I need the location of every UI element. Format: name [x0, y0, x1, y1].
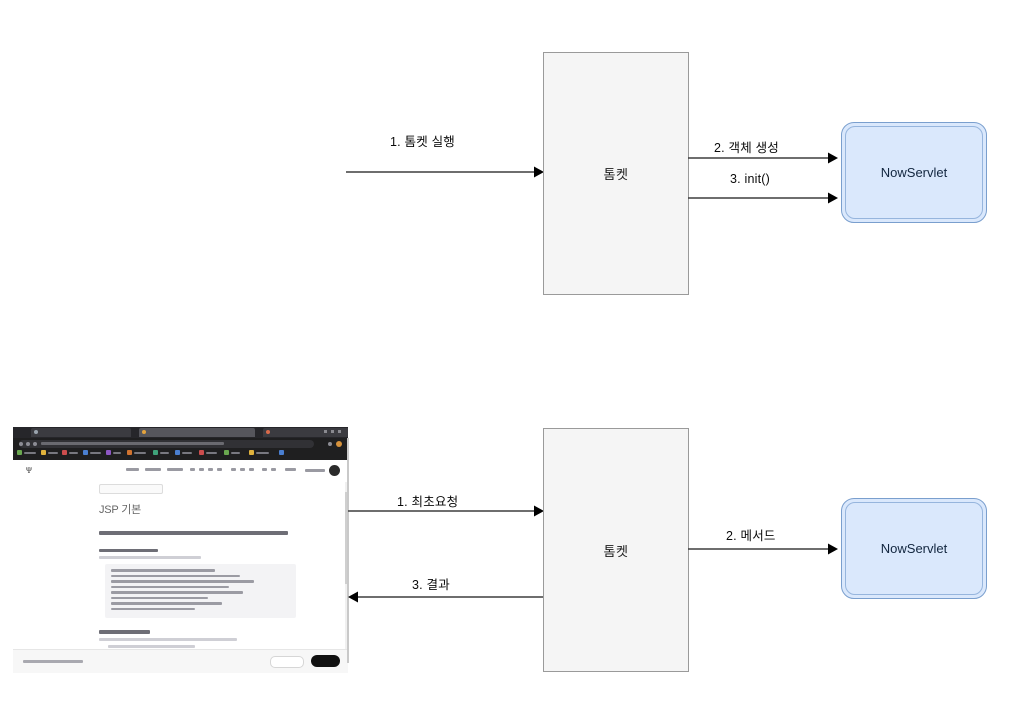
breadcrumb[interactable]: [99, 484, 163, 494]
page-footer-bar: [13, 649, 348, 673]
back-icon[interactable]: [19, 441, 23, 446]
footer-links[interactable]: [23, 660, 83, 663]
bookmark-icon[interactable]: [83, 450, 88, 455]
avatar[interactable]: [329, 465, 340, 476]
bookmark-label: [256, 451, 269, 454]
toolbar-control[interactable]: [217, 468, 222, 471]
minimize-icon[interactable]: [324, 430, 327, 433]
browser-tab[interactable]: [31, 428, 131, 437]
tab-favicon-icon: [34, 429, 38, 434]
extensions-icon[interactable]: [328, 441, 332, 446]
bookmark-icon[interactable]: [62, 450, 67, 455]
bookmark-label: [182, 451, 192, 454]
footer-primary-button[interactable]: [311, 655, 340, 667]
address-bar-url: [41, 442, 224, 445]
bookmark-icon[interactable]: [41, 450, 46, 455]
toolbar-control[interactable]: [208, 468, 213, 471]
servlet-box-nowservlet-bottom-label: NowServlet: [880, 541, 948, 556]
bookmark-label: [231, 451, 240, 454]
bookmark-icon[interactable]: [175, 450, 180, 455]
thumbnail-right-edge: [347, 438, 349, 663]
process-box-tomcat-top-label: 톰켓: [603, 167, 629, 182]
arrow-init: [688, 192, 838, 204]
toolbar-control[interactable]: [249, 468, 254, 471]
paragraph-line: [108, 644, 195, 648]
bookmark-label: [90, 451, 101, 454]
paragraph-line: [99, 531, 289, 535]
edge-label-create-object: 2. 객체 생성: [714, 141, 779, 155]
arrow-create-object: [688, 152, 838, 164]
close-icon[interactable]: [338, 430, 341, 433]
process-box-tomcat-bottom[interactable]: 톰켓: [543, 428, 689, 672]
bookmark-label: [113, 451, 121, 454]
tab-favicon-icon: [142, 429, 146, 434]
edge-label-tomcat-start: 1. 톰켓 실행: [390, 135, 455, 149]
toolbar-control[interactable]: [126, 468, 139, 471]
bookmark-icon[interactable]: [17, 450, 22, 455]
bookmark-icon[interactable]: [127, 450, 132, 455]
bookmark-label: [206, 451, 217, 454]
browser-tab[interactable]: [263, 428, 348, 437]
toolbar-control[interactable]: [167, 468, 183, 471]
toolbar-control[interactable]: [199, 468, 204, 471]
bookmark-icon[interactable]: [279, 450, 284, 455]
servlet-box-nowservlet-top-label: NowServlet: [880, 165, 948, 180]
bookmark-icon[interactable]: [224, 450, 229, 455]
servlet-box-nowservlet-top[interactable]: NowServlet: [841, 122, 987, 223]
toolbar-status-text: [305, 469, 325, 472]
section-heading: [99, 548, 159, 552]
process-box-tomcat-top[interactable]: 톰켓: [543, 52, 689, 295]
profile-avatar-icon[interactable]: [336, 441, 342, 447]
tab-favicon-icon: [266, 429, 270, 434]
reload-icon[interactable]: [33, 441, 37, 446]
paragraph-line: [99, 637, 237, 641]
document-body: JSP 기본: [99, 484, 296, 673]
servlet-box-nowservlet-bottom[interactable]: NowServlet: [841, 498, 987, 599]
toolbar-control[interactable]: [262, 468, 267, 471]
toolbar-control[interactable]: [285, 468, 296, 471]
bookmark-icon[interactable]: [199, 450, 204, 455]
browser-screenshot-thumbnail[interactable]: Ψ JSP 기본: [13, 427, 348, 673]
bookmarks-bar[interactable]: [17, 450, 344, 457]
section-heading: [99, 630, 151, 634]
toolbar-control[interactable]: [271, 468, 276, 471]
edge-label-first-request: 1. 최초요청: [397, 495, 459, 509]
page-content: JSP 기본: [13, 482, 348, 673]
bookmark-label: [48, 451, 58, 454]
page-scrollbar[interactable]: [345, 482, 348, 650]
toolbar-control[interactable]: [145, 468, 161, 471]
maximize-icon[interactable]: [331, 430, 334, 433]
toolbar-control[interactable]: [231, 468, 236, 471]
toolbar-control[interactable]: [190, 468, 195, 471]
bookmark-label: [134, 451, 146, 454]
browser-chrome: [13, 427, 348, 460]
arrow-method: [688, 543, 838, 555]
page-title: JSP 기본: [99, 504, 142, 516]
bookmark-icon[interactable]: [249, 450, 254, 455]
bookmark-label: [24, 451, 36, 454]
process-box-tomcat-bottom-label: 톰켓: [603, 543, 629, 559]
paragraph-line: [99, 556, 202, 559]
page-app-toolbar[interactable]: Ψ: [13, 460, 348, 483]
edge-label-method: 2. 메서드: [726, 529, 776, 543]
bookmark-icon[interactable]: [106, 450, 111, 455]
bookmark-label: [160, 451, 169, 454]
footer-select[interactable]: [270, 656, 304, 668]
bookmark-label: [69, 451, 78, 454]
arrow-result: [348, 591, 544, 603]
code-block: [105, 564, 296, 618]
edge-label-result: 3. 결과: [412, 578, 450, 592]
arrow-first-request: [348, 505, 544, 517]
edge-label-init: 3. init(): [730, 172, 771, 186]
arrow-tomcat-start: [346, 166, 544, 178]
browser-tab-active[interactable]: [139, 428, 255, 437]
window-controls[interactable]: [324, 429, 344, 434]
app-logo-icon: Ψ: [26, 466, 32, 475]
toolbar-control[interactable]: [240, 468, 245, 471]
browser-tab-strip[interactable]: [13, 427, 348, 438]
forward-icon[interactable]: [26, 441, 30, 446]
bookmark-icon[interactable]: [153, 450, 158, 455]
browser-address-bar[interactable]: [19, 439, 314, 448]
